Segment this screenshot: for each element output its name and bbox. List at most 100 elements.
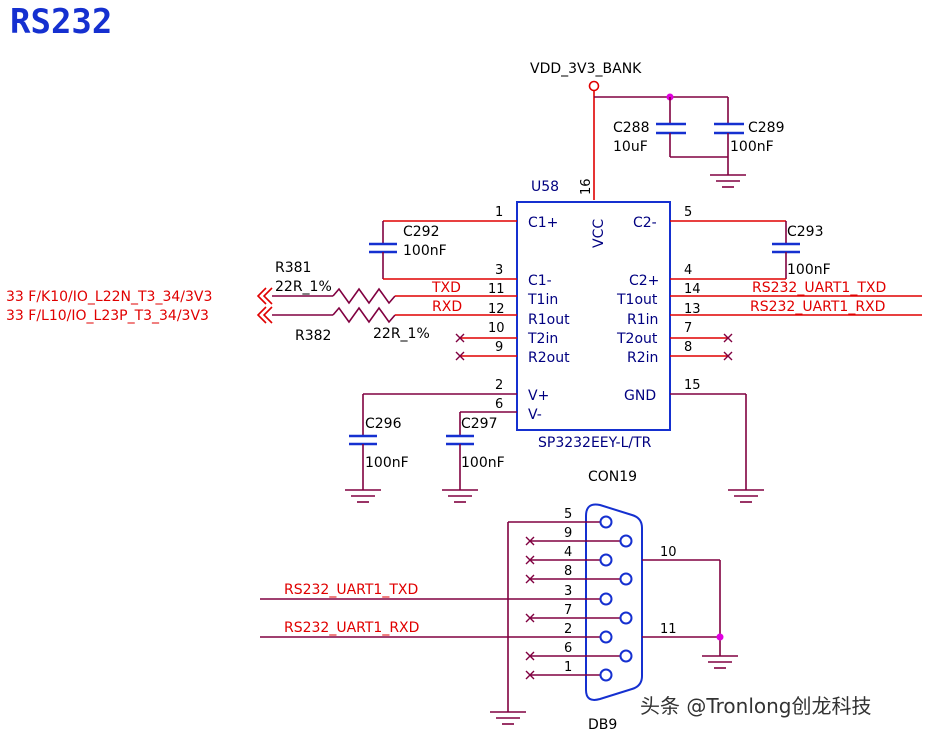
db9-pin-number: 1 xyxy=(564,660,572,675)
c293-value: 100nF xyxy=(787,262,831,278)
c297-value: 100nF xyxy=(461,455,505,471)
pin-name: R2out xyxy=(528,350,570,366)
db9-txd-net-label: RS232_UART1_TXD xyxy=(284,582,418,598)
rxd-net-label: RXD xyxy=(432,299,462,315)
no-connect-icon xyxy=(455,351,465,361)
capacitor-c292 xyxy=(369,242,397,254)
ic-right-wiring xyxy=(670,220,922,503)
c297-ref: C297 xyxy=(461,416,498,432)
pin-number: 15 xyxy=(684,378,701,393)
no-connect-icon xyxy=(525,536,535,546)
pin-number: 10 xyxy=(488,321,505,336)
pin-name: T1out xyxy=(616,292,658,308)
r382-ref: R382 xyxy=(295,328,331,344)
uart-rxd-net-label: RS232_UART1_RXD xyxy=(750,299,885,315)
c296-ref: C296 xyxy=(365,416,402,432)
no-connect-icon xyxy=(525,613,535,623)
capacitor-c293 xyxy=(772,242,800,254)
db9-pin-number: 5 xyxy=(564,507,572,522)
pin-number: 1 xyxy=(495,205,503,220)
pin-number: 12 xyxy=(488,302,505,317)
c293-ref: C293 xyxy=(787,224,824,240)
pin-name: R1in xyxy=(627,312,658,328)
pin-name: C1- xyxy=(528,273,552,289)
db9-pin-number: 9 xyxy=(564,526,572,541)
no-connect-icon xyxy=(455,333,465,343)
pin-name: T2in xyxy=(527,331,558,347)
pin-number: 5 xyxy=(684,205,692,220)
port-arrow-icon xyxy=(256,306,273,324)
c292-value: 100nF xyxy=(403,243,447,259)
no-connect-icon xyxy=(525,555,535,565)
pin-number: 3 xyxy=(495,263,503,278)
no-connect-icon xyxy=(723,351,733,361)
connector-ref: CON19 xyxy=(588,469,637,485)
pin-number: 14 xyxy=(684,282,701,297)
c289-value: 100nF xyxy=(730,139,774,155)
db9-rxd-net-label: RS232_UART1_RXD xyxy=(284,620,419,636)
watermark: 头条 @Tronlong创龙科技 xyxy=(640,694,872,718)
capacitor-c288 xyxy=(656,97,686,157)
txd-net-label: TXD xyxy=(431,280,461,296)
c288-value: 10uF xyxy=(613,139,648,155)
db9-shield-pin: 11 xyxy=(660,622,677,637)
capacitor-c289 xyxy=(714,97,744,175)
pin-number: 2 xyxy=(495,378,503,393)
ic-u58: U58 SP3232EEY-L/TR VCC 1 6 C1+ C1- T1in R… xyxy=(488,178,701,451)
c296-value: 100nF xyxy=(365,455,409,471)
pin-name: T1in xyxy=(527,292,558,308)
ic-left-wiring xyxy=(345,220,517,503)
db9-pin-number: 7 xyxy=(564,603,572,618)
pin-number: 11 xyxy=(488,282,505,297)
pin-name: T2out xyxy=(616,331,658,347)
db9-pin-number: 2 xyxy=(564,622,572,637)
r381-value: 22R_1% xyxy=(275,279,332,295)
connector-type: DB9 xyxy=(588,717,617,733)
c289-ref: C289 xyxy=(748,120,785,136)
ground-icon xyxy=(442,489,478,503)
power-port-icon xyxy=(588,80,600,92)
capacitor-c296 xyxy=(349,434,377,446)
db9-pin-number: 3 xyxy=(564,584,572,599)
junction-dot xyxy=(716,633,724,641)
no-connect-icon xyxy=(525,651,535,661)
power-net-label: VDD_3V3_BANK xyxy=(530,61,642,77)
port-arrow-icon xyxy=(256,287,273,305)
power-section: VDD_3V3_BANK C288 10uF C289 100nF xyxy=(530,61,785,200)
r382-value: 22R_1% xyxy=(373,326,430,342)
pin-number: 6 xyxy=(495,397,503,412)
db9-pin-number: 8 xyxy=(564,564,572,579)
db9-connector xyxy=(260,503,738,725)
resistor-section xyxy=(256,287,517,324)
pin-name: C2- xyxy=(633,215,657,231)
r381-ref: R381 xyxy=(275,260,311,276)
ground-icon xyxy=(702,655,738,669)
uart-txd-net-label: RS232_UART1_TXD xyxy=(752,280,886,296)
ic-part: SP3232EEY-L/TR xyxy=(538,435,652,451)
pin-name: R1out xyxy=(528,312,570,328)
pin-number: 4 xyxy=(684,263,692,278)
ground-icon xyxy=(728,489,764,503)
sheet-title: RS232 xyxy=(10,2,112,42)
ground-icon xyxy=(490,711,526,725)
pin-number: 7 xyxy=(684,321,692,336)
fpga-net-label: 33 F/L10/IO_L23P_T3_34/3V3 xyxy=(6,308,209,324)
ground-icon xyxy=(345,489,381,503)
resistor-r382 xyxy=(332,306,396,324)
no-connect-icon xyxy=(723,333,733,343)
ic-vcc-label: VCC xyxy=(591,219,607,248)
db9-pin-number: 6 xyxy=(564,641,572,656)
pin-name: C1+ xyxy=(528,215,558,231)
ic-ref: U58 xyxy=(531,179,559,195)
pin-number: 13 xyxy=(684,302,701,317)
ground-icon xyxy=(710,174,746,188)
pin-number: 8 xyxy=(684,340,692,355)
pin-name: R2in xyxy=(627,350,658,366)
db9-pin-number: 4 xyxy=(564,545,572,560)
no-connect-icon xyxy=(525,670,535,680)
resistor-r381 xyxy=(332,287,396,305)
pin-number: 9 xyxy=(495,340,503,355)
db9-shell xyxy=(585,503,643,701)
pin-name: GND xyxy=(624,388,656,404)
pin-name: C2+ xyxy=(629,273,659,289)
